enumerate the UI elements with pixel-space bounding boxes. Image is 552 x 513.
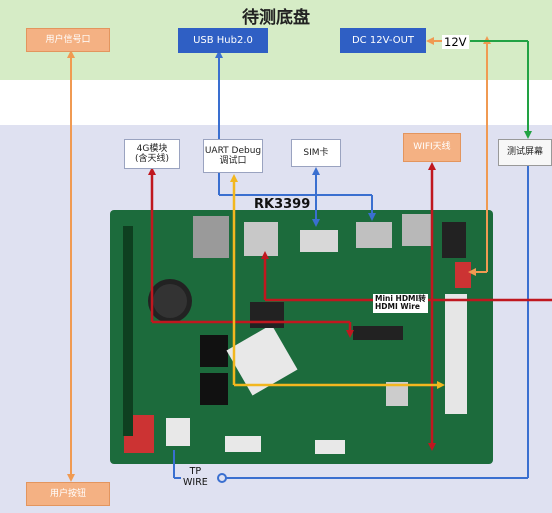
connector-bottom-3 (315, 440, 345, 454)
usb-hub-label: USB Hub2.0 (193, 34, 253, 46)
usb-port-top (244, 222, 278, 256)
wifi-module (386, 382, 408, 406)
user-button-box: 用户按钮 (26, 482, 110, 506)
blue-wires (173, 50, 529, 483)
pmic-chip (250, 302, 284, 328)
ethernet-port (193, 216, 229, 258)
hdmi-wire-label: Mini HDMI转 HDMI Wire (373, 294, 428, 313)
connector-bottom-1 (166, 418, 190, 446)
usb-hub-box: USB Hub2.0 (178, 28, 268, 53)
power-header (455, 262, 471, 288)
usb-port-mid (356, 222, 392, 248)
chip-label: RK3399 (254, 197, 311, 212)
side-connectors (445, 294, 467, 414)
ram-chip-1 (200, 335, 228, 367)
yellow-uart-wire (230, 174, 445, 389)
user-button-label: 用户按钮 (49, 488, 86, 499)
usb-port-right (402, 214, 432, 246)
dc-out-label: DC 12V-OUT (351, 34, 415, 46)
separator-band (0, 80, 552, 125)
wifi-antenna-label: WIFI天线 (413, 142, 451, 153)
wifi-antenna-box: WIFI天线 (403, 133, 461, 162)
ram-chip-2 (200, 373, 228, 405)
test-screen-label: 测试屏幕 (506, 147, 543, 158)
sim-card-label: SIM卡 (303, 147, 329, 158)
green-power-wire (470, 40, 532, 139)
diagram-title: 待测底盘 (242, 8, 310, 28)
gpio-header (123, 226, 133, 436)
4g-module-box: 4G模块 (含天线) (124, 139, 180, 169)
sim-slot (300, 230, 338, 252)
board-components (123, 214, 471, 454)
uart-debug-label: UART Debug 调试口 (204, 145, 262, 166)
connector-bottom-2 (225, 436, 261, 452)
red-wires (148, 162, 552, 451)
test-screen-box: 测试屏幕 (498, 139, 552, 166)
uart-debug-box: UART Debug 调试口 (203, 139, 263, 173)
dc-out-box: DC 12V-OUT (340, 28, 426, 53)
dc-jack (442, 222, 466, 258)
voltage-label: 12V (442, 35, 469, 49)
4g-module-label: 4G模块 (含天线) (134, 143, 170, 164)
mini-pcie-slot (353, 326, 403, 340)
tp-wire-label: TP WIRE (183, 466, 208, 489)
rk3399-soc (226, 324, 298, 396)
user-signal-port-box: 用户信号口 (26, 28, 110, 52)
user-signal-port-label: 用户信号口 (45, 34, 91, 45)
sim-card-box: SIM卡 (291, 139, 341, 167)
